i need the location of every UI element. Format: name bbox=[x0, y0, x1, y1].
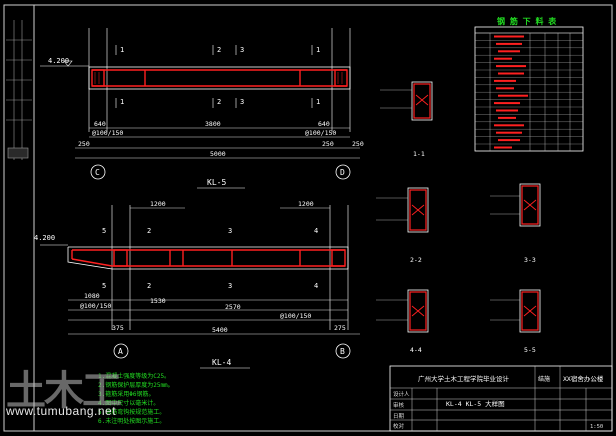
svg-text:1: 1 bbox=[120, 98, 124, 106]
kl5-cut-label: 1 bbox=[316, 46, 320, 54]
kl4-top-dim: 1200 bbox=[298, 200, 314, 208]
section-label: 1-1 bbox=[413, 150, 425, 158]
kl4-top-dim: 1200 bbox=[150, 200, 166, 208]
kl4-dim: 2570 bbox=[225, 303, 241, 311]
rebar-shape bbox=[494, 102, 520, 105]
title-project: XX宿舍办公楼 bbox=[563, 374, 604, 383]
svg-text:1: 1 bbox=[316, 98, 320, 106]
kl4-dim: 1530 bbox=[150, 297, 166, 305]
rebar-table: 钢 筋 下 料 表 bbox=[474, 16, 584, 152]
general-notes: 1.混凝土强度等级为C25。 2.钢筋保护层厚度为25mm。 3.箍筋采用Φ6钢… bbox=[98, 372, 174, 425]
title-scale: 1:50 bbox=[590, 424, 603, 430]
kl5-dim: 640 bbox=[94, 120, 106, 128]
section-label: 2-2 bbox=[410, 256, 422, 264]
rebar-shape bbox=[496, 87, 514, 90]
kl4-cut-label: 2 bbox=[147, 227, 151, 235]
rebar-shape bbox=[494, 57, 512, 60]
cross-sections: 1-1 2-2 3-3 4-4 5-5 bbox=[376, 81, 541, 354]
title-school: 广州大学土木工程学院毕业设计 bbox=[418, 374, 510, 383]
kl4-elevation: 4.200 bbox=[34, 234, 55, 242]
section-label: 4-4 bbox=[410, 346, 422, 354]
rebar-shape bbox=[494, 124, 524, 127]
kl4-stirrup: @100/150 bbox=[280, 312, 311, 320]
svg-text:3: 3 bbox=[240, 98, 244, 106]
svg-text:2: 2 bbox=[217, 98, 221, 106]
svg-text:4: 4 bbox=[314, 282, 318, 290]
section-label: 5-5 bbox=[524, 346, 536, 354]
kl5-dim: 640 bbox=[318, 120, 330, 128]
watermark-logo: 土木工 bbox=[6, 368, 122, 414]
kl4-cut-label: 3 bbox=[228, 227, 232, 235]
grid-bubble-a: A bbox=[118, 347, 123, 356]
kl4-cut-label: 4 bbox=[314, 227, 318, 235]
rebar-shape bbox=[498, 50, 520, 53]
rebar-shape bbox=[496, 65, 526, 68]
rebar-shape bbox=[496, 42, 522, 45]
kl5-stirrup: @100/150 bbox=[305, 129, 336, 137]
kl5-cut-label: 1 bbox=[120, 46, 124, 54]
note-line: 1.混凝土强度等级为C25。 bbox=[98, 372, 170, 380]
kl5-cut-label: 3 bbox=[240, 46, 244, 54]
rebar-shape bbox=[494, 35, 524, 38]
title-field-label: 日期 bbox=[393, 413, 405, 420]
kl4-end-dim: 375 bbox=[112, 324, 124, 332]
note-line: 2.钢筋保护层厚度为25mm。 bbox=[98, 381, 174, 389]
rebar-shape bbox=[498, 72, 524, 75]
kl5-end-dim: 250 bbox=[352, 140, 364, 148]
rebar-shape bbox=[498, 94, 528, 97]
rebar-shape bbox=[496, 109, 518, 112]
kl4-end-dim: 275 bbox=[334, 324, 346, 332]
kl4-span: 5400 bbox=[212, 326, 228, 334]
section-label: 3-3 bbox=[524, 256, 536, 264]
rebar-shape bbox=[494, 146, 512, 149]
kl5-cut-label: 2 bbox=[217, 46, 221, 54]
title-block: 广州大学土木工程学院毕业设计 KL-4 KL-5 大样图 XX宿舍办公楼 结施 … bbox=[389, 365, 613, 432]
kl5-end-dim: 250 bbox=[78, 140, 90, 148]
title-sheet-tag: 结施 bbox=[538, 375, 550, 383]
grid-bubble-d: D bbox=[340, 168, 345, 177]
title-drawing: KL-4 KL-5 大样图 bbox=[446, 399, 505, 408]
beam-kl5: 4.200 1 1 2 2 3 3 1 1 640 3800 640 @100/… bbox=[40, 28, 364, 189]
svg-text:5: 5 bbox=[102, 282, 106, 290]
grid-bubble-b: B bbox=[340, 347, 345, 356]
svg-text:3: 3 bbox=[228, 282, 232, 290]
kl5-end-dim: 250 bbox=[322, 140, 334, 148]
title-field-label: 校对 bbox=[393, 422, 405, 430]
kl5-span: 5000 bbox=[210, 150, 226, 158]
kl4-title: KL-4 bbox=[212, 358, 231, 367]
kl5-stirrup: @100/150 bbox=[92, 129, 123, 137]
note-line: 3.箍筋采用Φ6钢筋。 bbox=[98, 390, 154, 398]
rebar-shape bbox=[498, 139, 520, 142]
kl4-cut-label: 5 bbox=[102, 227, 106, 235]
beam-kl4: 4.200 1200 1200 5 5 2 2 3 3 4 4 1080 153… bbox=[34, 200, 360, 369]
note-line: 6.未注明处按图示施工。 bbox=[98, 417, 165, 425]
title-field-label: 设计人 bbox=[393, 390, 410, 398]
kl5-elevation: 4.200 bbox=[48, 57, 69, 65]
kl4-stirrup: @100/150 bbox=[80, 302, 111, 310]
title-field-label: 审核 bbox=[393, 401, 405, 409]
binding-strip bbox=[6, 20, 32, 160]
svg-text:2: 2 bbox=[147, 282, 151, 290]
rebar-table-title: 钢 筋 下 料 表 bbox=[497, 16, 557, 26]
sheet-border bbox=[3, 4, 613, 432]
rebar-shape bbox=[494, 79, 516, 82]
kl5-dim: 3800 bbox=[205, 120, 221, 128]
kl5-title: KL-5 bbox=[207, 178, 226, 187]
kl4-dim: 1080 bbox=[84, 292, 100, 300]
grid-bubble-c: C bbox=[95, 168, 100, 177]
rebar-shape bbox=[498, 116, 516, 119]
note-line: 4.图中尺寸以毫米计。 bbox=[98, 399, 159, 407]
watermark-url: www.tumubang.net bbox=[6, 404, 117, 418]
rebar-shape bbox=[496, 131, 522, 134]
note-line: 5.纵筋弯钩按规范施工。 bbox=[98, 408, 165, 416]
